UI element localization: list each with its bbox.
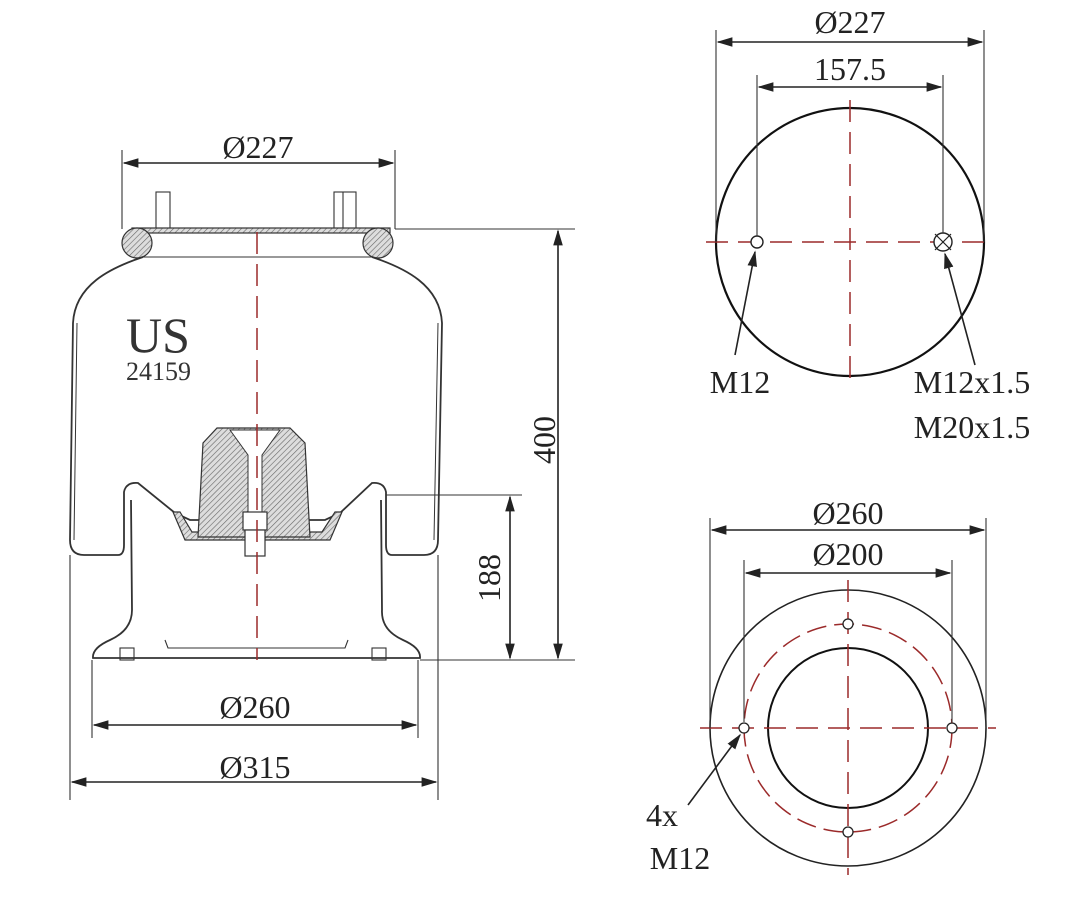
bolt-hole [842,618,854,630]
label-bottom-m12: M12 [650,840,710,876]
dim-top-diameter: Ø227 [222,129,293,165]
dim-height: 400 [526,416,562,464]
air-port-icon [933,232,953,252]
label-m20x1-5: M20x1.5 [914,409,1030,445]
dim-max-diameter: Ø315 [219,749,290,785]
bead-left [121,227,153,259]
bolt-hole [946,722,958,734]
air-fitting [333,191,357,231]
label-m12: M12 [710,364,770,400]
bead-right [362,227,394,259]
dim-hole-spacing: 157.5 [814,51,886,87]
dim-top-view-diameter: Ø227 [814,4,885,40]
part-number: 24159 [126,357,191,386]
bellows-outline [69,256,443,556]
dim-piston-height: 188 [471,554,507,602]
bolt-hole [842,826,854,838]
dim-bolt-circle: Ø200 [812,536,883,572]
dim-piston-bottom-diameter: Ø260 [812,495,883,531]
label-4x: 4x [646,797,678,833]
bumper-bolt [242,511,268,531]
stud-hole-m12 [750,235,764,249]
brand-logo: US [126,307,190,363]
side-view: US 24159 Ø227 400 188 Ø260 Ø315 [69,129,575,800]
bolt-hole [738,722,750,734]
stud-left [155,191,171,231]
bottom-view: Ø260 Ø200 4x M12 [646,495,996,876]
top-view: Ø227 157.5 M12 M12x1.5 M20x1.5 [706,4,1030,445]
label-m12x1-5: M12x1.5 [914,364,1030,400]
top-plate [131,227,391,234]
dim-piston-diameter: Ø260 [219,689,290,725]
